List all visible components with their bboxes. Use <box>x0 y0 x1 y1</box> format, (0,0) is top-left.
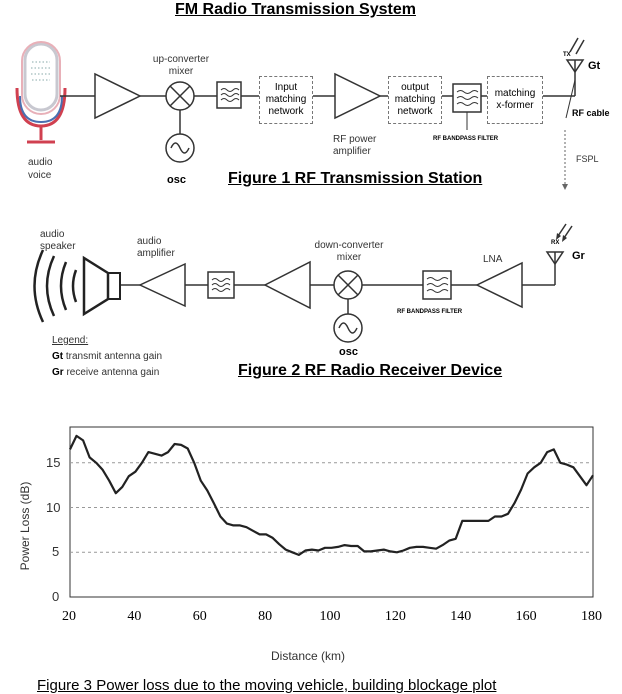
rx-osc-label: osc <box>339 346 358 358</box>
main-title: FM Radio Transmission System <box>175 1 416 18</box>
downconverter-label: down-converter mixer <box>312 240 386 264</box>
output-match-l2: matching <box>394 94 436 105</box>
speaker-icon <box>33 249 121 323</box>
rx-label: RX <box>551 240 560 246</box>
upconverter-label: up-converter mixer <box>150 54 212 78</box>
upconverter-line2: mixer <box>168 66 194 77</box>
chart-title: Figure 3 Power loss due to the moving ve… <box>37 677 497 694</box>
plot-frame <box>69 426 594 598</box>
y-tick-label: 15 <box>46 454 61 470</box>
gr-label: Gr <box>572 250 585 262</box>
power-loss-series <box>69 434 594 557</box>
x-tick-label: 40 <box>127 609 142 624</box>
bandpass-filter-label: RF BANDPASS FILTER <box>433 136 499 142</box>
legend-gr-symbol: Gr <box>52 367 64 378</box>
gt-label: Gt <box>588 60 601 72</box>
upconverter-line1: up-converter <box>152 54 210 65</box>
fspl-label: FSPL <box>576 154 599 164</box>
legend-gr: Gr receive antenna gain <box>52 365 162 381</box>
output-match-l1: output <box>401 82 429 93</box>
legend-gt-symbol: Gt <box>52 351 64 362</box>
lna-icon <box>475 261 523 309</box>
chart-xlabel: Distance (km) <box>271 649 346 663</box>
amp-line1: audio <box>137 236 162 247</box>
rf-amplifier-icon <box>334 72 382 120</box>
tx-antenna-icon <box>565 59 585 74</box>
y-tick-label: 0 <box>52 589 60 604</box>
speaker-line1: audio <box>40 229 65 240</box>
y-tick-label: 10 <box>46 499 61 515</box>
downconv-line2: mixer <box>336 252 362 263</box>
downconv-line1: down-converter <box>314 240 384 251</box>
fig1-diagram <box>15 37 585 190</box>
input-match-l3: network <box>268 106 304 117</box>
amplifier-icon <box>94 72 142 120</box>
fig1-caption: Figure 1 RF Transmission Station <box>228 170 483 187</box>
lna-label: LNA <box>483 254 503 265</box>
x-tick-label: 160 <box>515 609 537 624</box>
audio-label-line1: audio <box>28 157 53 168</box>
legend-gt: Gt transmit antenna gain <box>52 349 162 365</box>
output-match-l3: network <box>397 106 433 117</box>
legend-gr-text: receive antenna gain <box>66 367 160 378</box>
fig2-diagram <box>33 223 573 343</box>
x-tick-label: 180 <box>581 609 602 624</box>
microphone-icon <box>15 41 67 144</box>
input-match-l1: Input <box>274 82 298 93</box>
x-tick-label: 100 <box>319 609 341 624</box>
rx-bandpass-label: RF BANDPASS FILTER <box>397 309 463 315</box>
amp-line2: amplifier <box>137 248 175 259</box>
legend: Legend: Gt transmit antenna gain Gr rece… <box>52 333 162 381</box>
rx-antenna-icon <box>545 251 565 266</box>
xformer-l2: x-former <box>496 100 534 111</box>
legend-title: Legend: <box>52 335 89 346</box>
audio-amp-label: audio amplifier <box>137 236 175 260</box>
x-tick-label: 120 <box>384 609 406 624</box>
tx-label: TX <box>563 52 571 58</box>
audio-voice-label: audio voice <box>28 156 52 182</box>
chart-ylabel: Power Loss (dB) <box>18 481 32 571</box>
legend-gt-text: transmit antenna gain <box>65 351 163 362</box>
audio-label-line2: voice <box>28 170 52 181</box>
speaker-line2: speaker <box>40 241 76 252</box>
audio-amplifier-icon <box>138 262 186 308</box>
x-tick-label: 80 <box>258 609 273 624</box>
x-tick-label: 20 <box>62 609 76 624</box>
speaker-label: audio speaker <box>40 229 76 253</box>
input-match-l2: matching <box>265 94 307 105</box>
if-amplifier-icon <box>263 260 311 310</box>
rf-amp-line2: amplifier <box>333 146 371 157</box>
y-tick-label: 5 <box>52 544 60 560</box>
osc-label: osc <box>167 174 186 186</box>
fig2-caption: Figure 2 RF Radio Receiver Device <box>238 362 503 379</box>
rf-cable-label: RF cable <box>572 108 610 118</box>
x-tick-label: 140 <box>450 609 472 624</box>
rf-amp-line1: RF power <box>333 134 377 145</box>
rf-power-amp-label: RF power amplifier <box>333 134 376 158</box>
xformer-l1: matching <box>494 88 536 99</box>
x-tick-label: 60 <box>192 609 207 624</box>
